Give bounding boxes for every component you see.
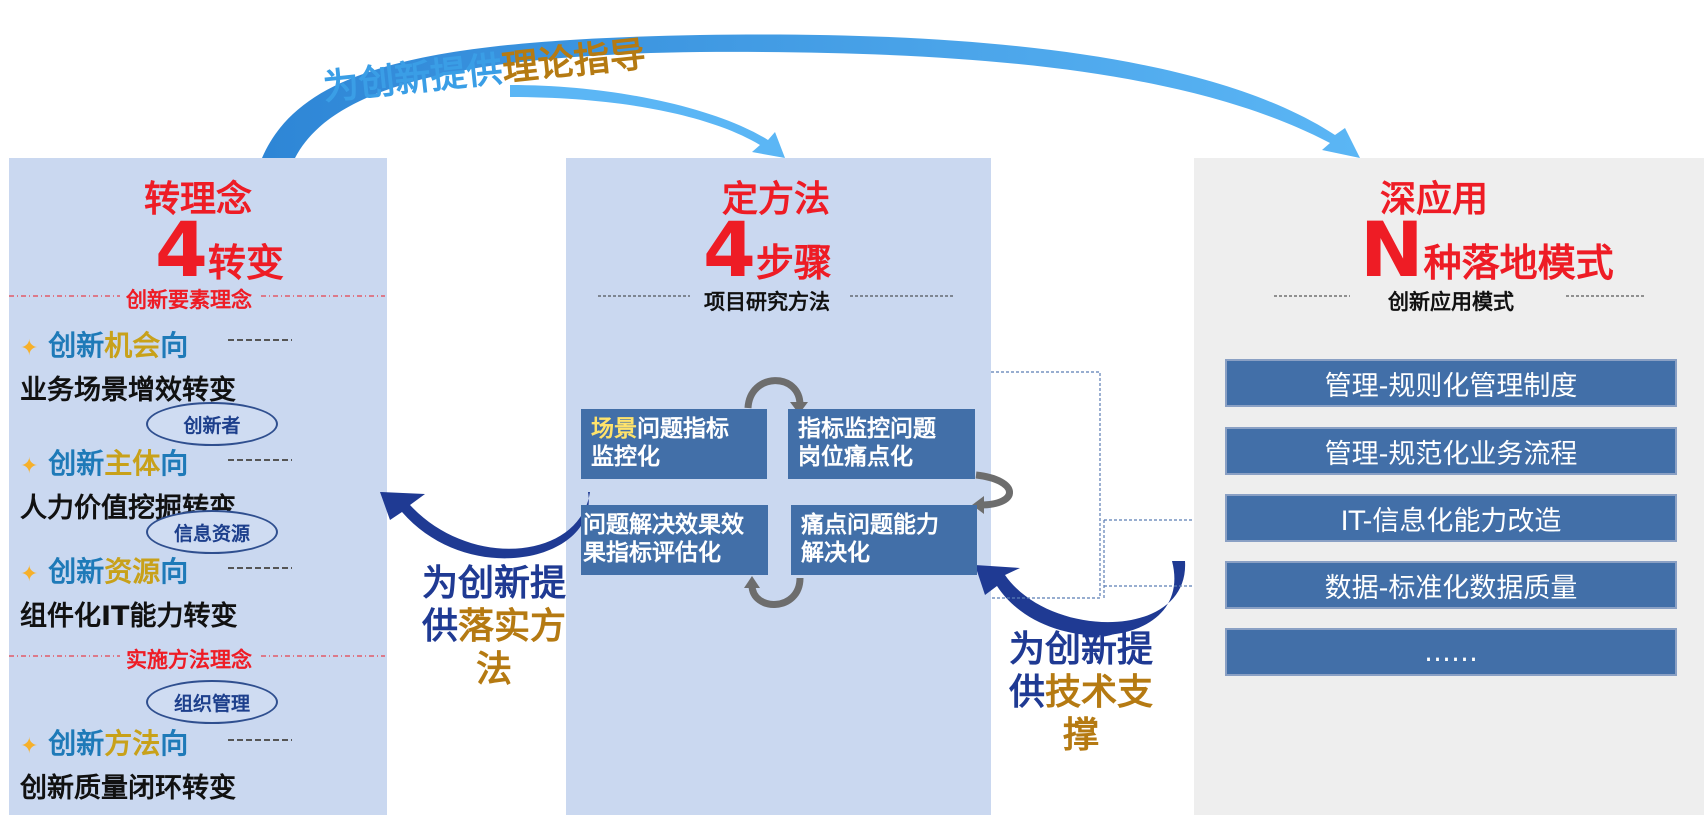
left-big-heading: 4转变 (155, 212, 284, 288)
arrow-left-line2a: 供 (421, 606, 458, 648)
step-line2: 岗位痛点化 (798, 444, 913, 471)
left-title: 转理念 (144, 179, 253, 220)
middle-title: 定方法 (722, 179, 831, 220)
cycle-arrowhead-right (972, 496, 984, 514)
middle-panel (566, 158, 991, 815)
middle-subtitle: 项目研究方法 (704, 290, 830, 314)
left-item-4: ✦ 创新方法向 创新质量闭环转变 (20, 722, 236, 805)
dash-connector-1 (991, 371, 1101, 599)
middle-big-number: 4 (703, 205, 756, 294)
item-key: 资源 (104, 555, 161, 588)
middle-arc (510, 85, 785, 158)
left-item-3: ✦ 创新资源向 组件化IT能力转变 (20, 550, 237, 633)
top-arc (262, 34, 1360, 158)
right-big-heading: N种落地模式 (1360, 212, 1614, 288)
bubble-innovator: 创新者 (146, 402, 278, 446)
middle-big-heading: 4步骤 (703, 212, 832, 288)
cycle-arrow-right (975, 471, 1013, 509)
mode-3: IT-信息化能力改造 (1225, 494, 1677, 542)
mode-4: 数据-标准化数据质量 (1225, 561, 1677, 609)
item-desc: 业务场景增效转变 (20, 375, 236, 406)
arrow-right-line2a: 供 (1008, 672, 1045, 714)
arrow-left-line2b: 落实方 (458, 606, 567, 648)
arrow-right-line1: 为创新提 (1008, 629, 1153, 670)
left-big-number: 4 (155, 205, 208, 294)
step-4: 痛点问题能力解决化 (791, 505, 977, 575)
item-pre: 创新 (48, 727, 105, 760)
right-arrow-arc (975, 561, 1186, 636)
arrow-right-line2b: 技术支 (1045, 672, 1154, 714)
right-subtitle: 创新应用模式 (1388, 290, 1514, 314)
bubble-org-management: 组织管理 (146, 680, 278, 724)
star-icon: ✦ (20, 336, 39, 361)
item-desc: 组件化IT能力转变 (20, 601, 238, 632)
step-1: 场景问题指标监控化 (581, 409, 767, 479)
star-icon: ✦ (20, 734, 39, 759)
left-big-suffix: 转变 (207, 241, 284, 285)
arrow-left-line1: 为创新提 (421, 563, 566, 604)
step-line1: 问题指标 (637, 416, 729, 442)
item-post: 向 (160, 727, 189, 760)
mode-5: …… (1225, 628, 1677, 676)
step-line2: 果指标评估化 (583, 540, 721, 567)
item-key: 方法 (104, 727, 161, 760)
cycle-arrowhead-top (790, 402, 808, 414)
item-key: 主体 (104, 447, 161, 480)
cycle-arrow-top (744, 377, 804, 409)
arrow-left-label: 为创新提 供落实方 法 (414, 562, 574, 692)
right-big-letter: N (1360, 205, 1424, 294)
item-post: 向 (160, 447, 189, 480)
left-section2: 实施方法理念 (120, 644, 258, 674)
item-desc: 创新质量闭环转变 (20, 773, 236, 804)
step-line1: 痛点问题能力 (801, 512, 939, 538)
bubble-info-resource: 信息资源 (146, 510, 278, 554)
item-post: 向 (160, 555, 189, 588)
left-arrow-arc (380, 492, 590, 559)
arrow-right-line3: 撑 (1062, 715, 1099, 757)
item-pre: 创新 (48, 447, 105, 480)
right-title: 深应用 (1380, 179, 1489, 220)
arrow-left-line3: 法 (475, 649, 512, 691)
step-line2: 监控化 (591, 444, 660, 471)
step-highlight: 场景 (591, 416, 637, 442)
cycle-arrowhead-bottom (744, 576, 760, 588)
star-icon: ✦ (20, 562, 39, 587)
left-item-2: ✦ 创新主体向 人力价值挖掘转变 (20, 442, 236, 525)
step-line1: 问题解决效果效 (583, 512, 744, 538)
item-key: 机会 (104, 329, 161, 362)
middle-big-suffix: 步骤 (755, 241, 832, 285)
step-line1: 指标监控问题 (798, 416, 936, 442)
item-post: 向 (160, 329, 189, 362)
left-section1: 创新要素理念 (120, 284, 258, 314)
item-pre: 创新 (48, 555, 105, 588)
step-line2: 解决化 (801, 540, 870, 567)
cycle-arrow-bottom (748, 577, 804, 608)
arrow-right-label: 为创新提 供技术支 撑 (1001, 628, 1161, 758)
mode-1: 管理-规则化管理制度 (1225, 359, 1677, 407)
right-panel (1194, 158, 1704, 815)
step-3: 问题解决效果效果指标评估化 (581, 505, 768, 575)
item-pre: 创新 (48, 329, 105, 362)
left-item-1: ✦ 创新机会向 业务场景增效转变 (20, 324, 236, 407)
right-big-suffix: 种落地模式 (1423, 241, 1614, 285)
step-2: 指标监控问题岗位痛点化 (788, 409, 975, 479)
star-icon: ✦ (20, 454, 39, 479)
mode-2: 管理-规范化业务流程 (1225, 427, 1677, 475)
